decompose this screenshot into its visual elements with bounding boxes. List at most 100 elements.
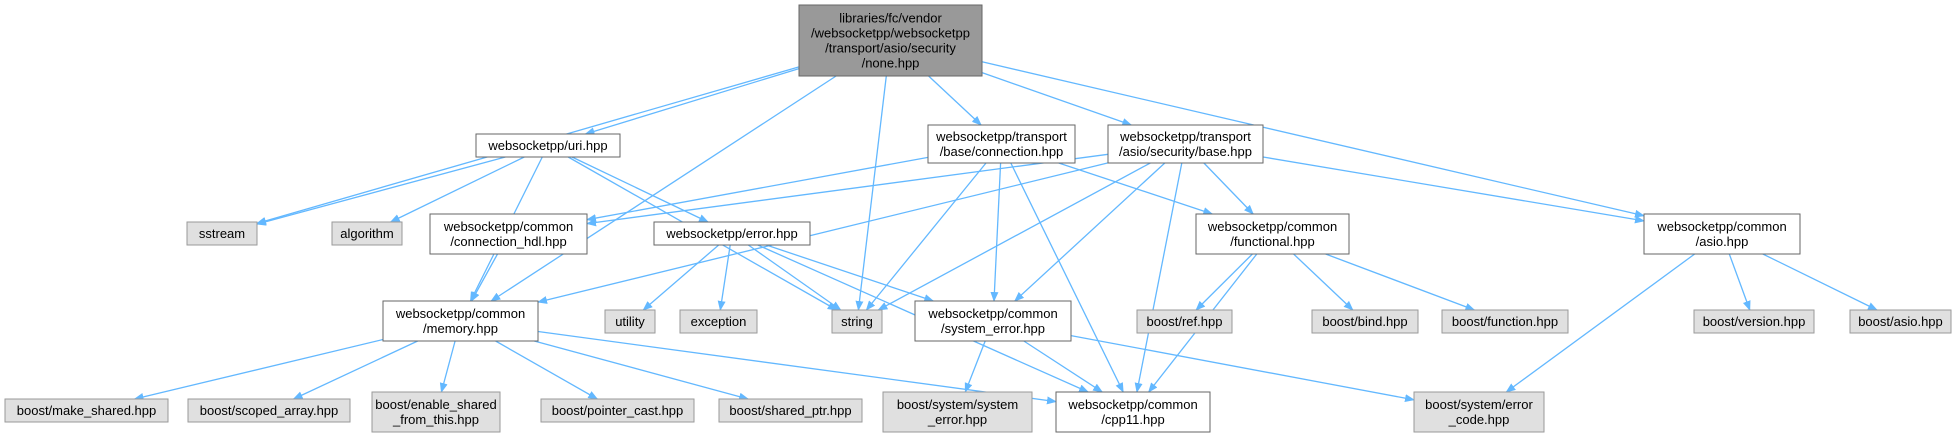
node-string: string [831,309,883,334]
node-label-line: websocketpp/common [927,306,1057,321]
node-box [831,309,883,334]
node-label-line: /connection_hdl.hpp [450,234,566,249]
node-label-line: boost/enable_shared [375,397,496,412]
edges-layer [133,61,1878,405]
node-none: libraries/fc/vendor/websocketpp/websocke… [798,4,983,77]
edge-memory-to-boost_shared_ptr [534,340,750,401]
node-box [1195,213,1350,255]
node-label-line: boost/pointer_cast.hpp [552,403,684,418]
node-error[interactable]: websocketpp/error.hpp [653,221,811,246]
node-memory[interactable]: websocketpp/common/memory.hpp [382,300,539,342]
node-asio[interactable]: websocketpp/common/asio.hpp [1643,213,1801,255]
node-boost-version: boost/version.hpp [1693,309,1815,334]
edge-error-to-string [747,244,842,311]
node-base-connection[interactable]: websocketpp/transport/base/connection.hp… [927,124,1076,164]
node-box [1643,213,1801,255]
node-boost-system-error: boost/system/system_error.hpp [882,391,1033,433]
node-uri[interactable]: websocketpp/uri.hpp [475,133,621,158]
node-box [679,309,758,334]
edge-none-to-security_base [981,71,1133,126]
node-box [382,300,539,342]
node-box [1849,309,1952,334]
node-label-line: libraries/fc/vendor [839,11,942,26]
edge-base_connection-to-functional [1058,162,1214,215]
edge-system_error-to-cpp11 [1023,340,1104,393]
edge-security_base-to-memory [537,162,1109,304]
node-box [371,391,501,433]
node-cpp11[interactable]: websocketpp/common/cpp11.hpp [1055,391,1211,433]
edge-error-to-exception [717,244,731,311]
node-functional[interactable]: websocketpp/common/functional.hpp [1195,213,1350,255]
node-label-line: sstream [199,226,245,241]
edge-base_connection-to-connection_hdl [586,156,929,223]
node-label-line: websocketpp/transport [1119,129,1251,144]
node-boost-make-shared: boost/make_shared.hpp [4,398,169,423]
edge-none-to-string [855,75,887,311]
node-security-base[interactable]: websocketpp/transport/asio/security/base… [1107,124,1264,164]
node-label-line: /base/connection.hpp [940,144,1064,159]
edge-memory-to-boost_pointer_cast [495,340,599,400]
node-box [187,398,351,423]
node-label-line: websocketpp/transport [935,129,1067,144]
node-label-line: exception [691,314,747,329]
node-label-line: boost/scoped_array.hpp [200,403,339,418]
node-label-line: websocketpp/common [1207,219,1337,234]
node-boost-error-code: boost/system/error_code.hpp [1413,391,1545,433]
node-system-error[interactable]: websocketpp/common/system_error.hpp [914,300,1072,342]
node-label-line: /system_error.hpp [941,321,1045,336]
node-box [1107,124,1264,164]
node-box [1136,309,1233,334]
edge-asio-to-boost_asio [1762,253,1878,311]
edge-memory-to-cpp11 [537,330,1057,405]
node-label-line: _error.hpp [927,412,987,427]
edge-error-to-system_error [766,244,935,302]
node-box [1055,391,1211,433]
node-connection-hdl[interactable]: websocketpp/common/connection_hdl.hpp [429,213,588,255]
node-label-line: boost/system/system [897,397,1018,412]
node-label-line: boost/system/error [1425,397,1533,412]
node-utility: utility [604,309,656,334]
node-boost-pointer-cast: boost/pointer_cast.hpp [540,398,695,423]
edge-security_base-to-asio [1262,156,1645,224]
edge-system_error-to-boost_error_code [1070,334,1415,403]
edge-security_base-to-system_error [1014,162,1166,302]
nodes-layer: libraries/fc/vendor/websocketpp/websocke… [4,4,1952,433]
node-label-line: _from_this.hpp [392,412,479,427]
node-box [653,221,811,246]
node-box [331,221,403,246]
node-box [4,398,169,423]
edge-base_connection-to-system_error [990,162,1002,302]
node-boost-ref: boost/ref.hpp [1136,309,1233,334]
edge-memory-to-boost_make_shared [133,338,384,401]
edge-security_base-to-connection_hdl [586,153,1109,227]
edge-security_base-to-cpp11 [1134,162,1183,393]
edge-functional-to-boost_bind [1293,253,1354,311]
edge-memory-to-boost_scoped_array [292,340,418,400]
node-label-line: boost/asio.hpp [1858,314,1943,329]
node-boost-function: boost/function.hpp [1441,309,1569,334]
edge-none-to-asio [981,61,1645,218]
node-label-line: websocketpp/common [395,306,525,321]
node-label-line: string [841,314,873,329]
edge-memory-to-boost_enable_shared [439,340,456,393]
node-box [540,398,695,423]
node-label-line: boost/function.hpp [1452,314,1558,329]
node-box [1311,309,1419,334]
node-label-line: /websocketpp/websocketpp [811,26,970,41]
node-box [927,124,1076,164]
node-label-line: utility [615,314,645,329]
edge-base_connection-to-cpp11 [1010,162,1124,393]
node-label-line: /memory.hpp [423,321,498,336]
edge-asio-to-boost_error_code [1505,253,1696,393]
node-label-line: _code.hpp [1448,412,1510,427]
node-box [882,391,1033,433]
node-box [1413,391,1545,433]
node-box [798,4,983,77]
node-boost-bind: boost/bind.hpp [1311,309,1419,334]
node-label-line: /functional.hpp [1230,234,1315,249]
node-boost-enable-shared: boost/enable_shared_from_this.hpp [371,391,501,433]
edge-uri-to-sstream [256,156,506,226]
edge-none-to-uri [584,67,800,136]
node-label-line: websocketpp/common [443,219,573,234]
